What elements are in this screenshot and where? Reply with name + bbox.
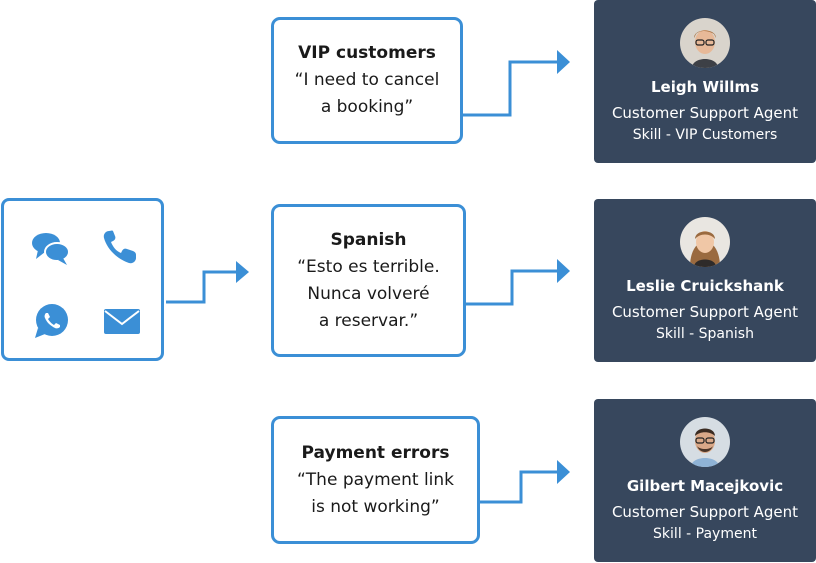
agent-card-leslie: Leslie Cruickshank Customer Support Agen… <box>594 199 816 362</box>
agent-card-gilbert: Gilbert Macejkovic Customer Support Agen… <box>594 399 816 562</box>
vip-to-agent-connector <box>462 60 558 117</box>
query-box-payment: Payment errors “The payment link is not … <box>271 416 480 544</box>
query-text: “Esto es terrible. <box>297 256 440 277</box>
agent-name: Gilbert Macejkovic <box>626 477 784 495</box>
query-text: Nunca volveré <box>307 283 430 304</box>
agent-name: Leigh Willms <box>650 78 760 96</box>
arrowhead <box>236 261 249 283</box>
email-icon <box>104 309 140 334</box>
channel-to-spanish-connector <box>166 270 236 304</box>
query-text: “The payment link <box>296 469 455 490</box>
avatar <box>680 417 730 467</box>
agent-card-leigh: Leigh Willms Customer Support Agent Skil… <box>594 0 816 163</box>
query-text: “I need to cancel <box>294 70 440 90</box>
chat-bubbles-icon <box>32 233 70 265</box>
query-title: Spanish <box>330 229 407 250</box>
avatar <box>680 217 730 267</box>
query-text: a reservar.” <box>318 310 419 331</box>
avatar <box>680 18 730 68</box>
spanish-to-agent-connector <box>466 269 558 306</box>
agent-role: Customer Support Agent <box>611 104 799 122</box>
agent-skill: Skill - Spanish <box>656 326 754 342</box>
query-box-vip: VIP customers “I need to cancel a bookin… <box>271 17 463 144</box>
query-text: is not working” <box>311 496 440 517</box>
arrowhead <box>557 50 570 74</box>
query-title: VIP customers <box>298 43 436 63</box>
arrowhead <box>557 460 570 484</box>
payment-to-agent-connector <box>480 470 558 504</box>
agent-role: Customer Support Agent <box>611 503 799 521</box>
phone-icon <box>103 230 136 264</box>
query-title: Payment errors <box>301 442 450 463</box>
whatsapp-icon <box>35 304 68 338</box>
agent-skill: Skill - VIP Customers <box>632 127 778 143</box>
agent-skill: Skill - Payment <box>653 526 757 542</box>
agent-role: Customer Support Agent <box>611 303 799 321</box>
channels-box <box>1 198 164 361</box>
arrowhead <box>557 259 570 283</box>
query-text: a booking” <box>320 97 414 117</box>
query-box-spanish: Spanish “Esto es terrible. Nunca volveré… <box>271 204 466 357</box>
agent-name: Leslie Cruickshank <box>626 277 784 295</box>
